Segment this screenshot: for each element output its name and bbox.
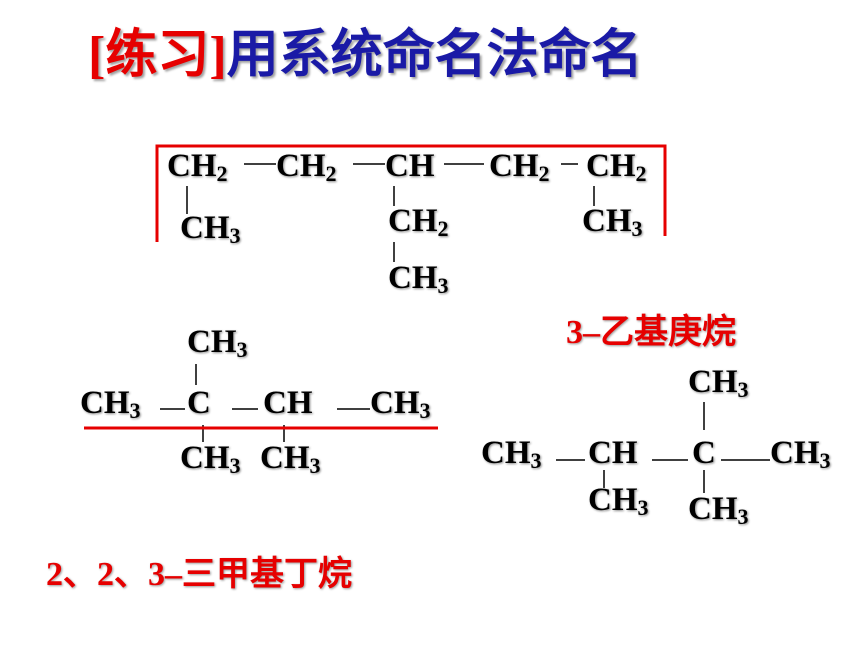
mol1-answer: 3–乙基庚烷 <box>566 312 736 352</box>
mol3-group-1: CH3 <box>481 435 542 473</box>
mol1-group-1: CH2 <box>167 148 228 186</box>
title-text: 用系统命名法命名 <box>226 25 643 85</box>
mol2-group-2: C <box>187 385 211 421</box>
mol3-branch-2: CH3 <box>688 491 749 529</box>
mol1-branch-2: CH2 <box>388 203 449 241</box>
mol2-branch-1: CH3 <box>180 440 241 478</box>
mol3-group-2: CH <box>588 435 638 471</box>
mol3-branch-1: CH3 <box>588 482 649 520</box>
mol1-group-3: CH <box>385 148 435 184</box>
main-chain-bracket <box>155 144 667 242</box>
mol1-group-4: CH2 <box>489 148 550 186</box>
mol2-group-4: CH3 <box>370 385 431 423</box>
mol2-group-1: CH3 <box>80 385 141 423</box>
mol1-branch-1: CH3 <box>180 210 241 248</box>
mol1-branch-3: CH3 <box>388 260 449 298</box>
mol1-group-2: CH2 <box>276 148 337 186</box>
mol3-group-3: C <box>692 435 716 471</box>
title-tag: 练习 <box>105 25 210 85</box>
page-title: [练习]用系统命名法命名 <box>88 25 643 85</box>
mol3-group-4: CH3 <box>770 435 831 473</box>
mol2-top-group: CH3 <box>187 324 248 362</box>
mol3-top-group: CH3 <box>688 364 749 402</box>
mol2-branch-2: CH3 <box>260 440 321 478</box>
mol1-branch-4: CH3 <box>582 203 643 241</box>
mol2-answer: 2、2、3–三甲基丁烷 <box>46 554 352 594</box>
mol2-group-3: CH <box>263 385 313 421</box>
mol1-group-5: CH2 <box>586 148 647 186</box>
